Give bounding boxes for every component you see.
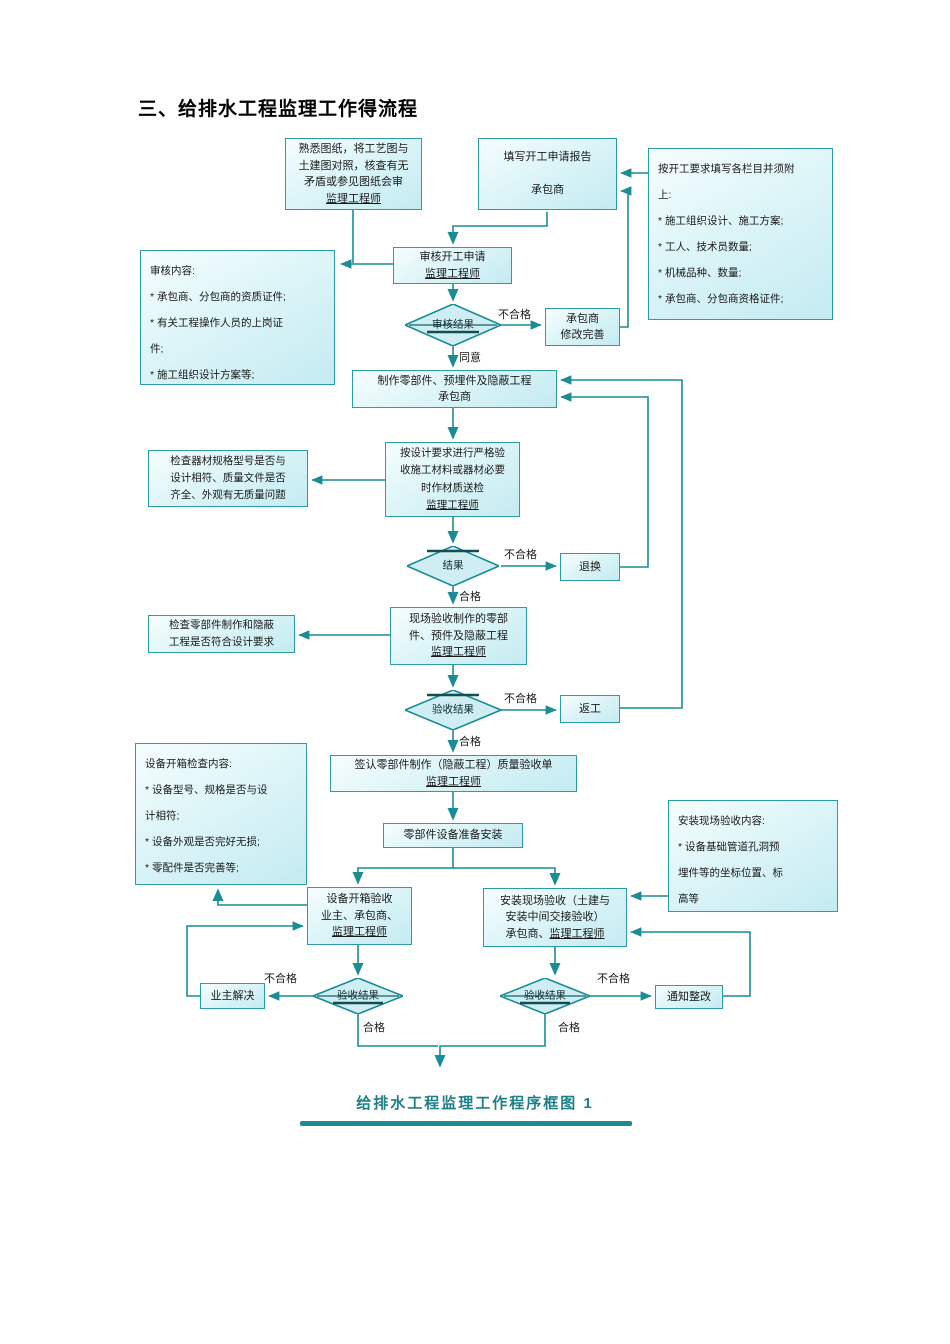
edge-label-pass-2: 合格: [459, 736, 481, 748]
box-strict-inspection: 按设计要求进行严格验 收施工材料或器材必要 时作材质送检 监理工程师: [385, 442, 520, 517]
box-rework: 返工: [560, 695, 620, 723]
edge-label-fail-4: 不合格: [264, 973, 297, 985]
box-contractor-revise: 承包商 修改完善: [545, 308, 620, 346]
edge-label-pass-4: 合格: [558, 1022, 580, 1034]
box-return-exchange: 退换: [560, 553, 620, 581]
figure-caption: 给排水工程监理工作程序框图 1: [356, 1095, 594, 1112]
edge-label-fail-5: 不合格: [597, 973, 630, 985]
diamond-acceptance-result-right: 验收结果: [500, 978, 590, 1014]
box-fabricate-parts: 制作零部件、预埋件及隐蔽工程 承包商: [352, 370, 557, 408]
caption-underline: [300, 1121, 632, 1126]
box-install-site-acceptance: 安装现场验收（土建与 安装中间交接验收） 承包商、监理工程师: [483, 888, 627, 947]
edge-label-fail-1: 不合格: [498, 309, 531, 321]
diamond-acceptance-result: 验收结果: [405, 690, 501, 730]
box-application-requirements: 按开工要求填写各栏目并须附 上: * 施工组织设计、施工方案; * 工人、技术员…: [648, 148, 833, 320]
diamond-review-result: 审核结果: [405, 304, 501, 346]
box-install-acceptance-content: 安装现场验收内容: * 设备基础管道孔洞预 埋件等的坐标位置、标 高等: [668, 800, 838, 912]
edge-label-pass-3: 合格: [363, 1022, 385, 1034]
box-site-acceptance-parts: 现场验收制作的零部 件、预件及隐蔽工程 监理工程师: [390, 607, 527, 665]
page-title: 三、给排水工程监理工作得流程: [138, 99, 419, 120]
diamond-acceptance-result-left: 验收结果: [313, 978, 403, 1014]
diamond-result: 结果: [407, 546, 499, 586]
edge-label-agree: 同意: [459, 352, 481, 364]
box-check-materials: 检查器材规格型号是否与 设计相符、质量文件是否 齐全、外观有无质量问题: [148, 450, 308, 507]
box-unpacking-check-content: 设备开箱检查内容: * 设备型号、规格是否与设 计相符; * 设备外观是否完好无…: [135, 743, 307, 885]
box-familiarize-drawings: 熟悉图纸，将工艺图与 土建图对照，核查有无 矛盾或参见图纸会审 监理工程师: [285, 138, 422, 210]
edge-label-fail-2: 不合格: [504, 549, 537, 561]
box-sign-acceptance-form: 签认零部件制作（隐蔽工程）质量验收单 监理工程师: [330, 755, 577, 792]
box-notify-rectify: 通知整改: [655, 985, 723, 1009]
edge-label-fail-3: 不合格: [504, 693, 537, 705]
box-fill-start-application: 填写开工申请报告 承包商: [478, 138, 617, 210]
edge-label-pass-1: 合格: [459, 591, 481, 603]
box-owner-solve: 业主解决: [200, 983, 265, 1009]
box-unpacking-acceptance: 设备开箱验收 业主、承包商、 监理工程师: [307, 887, 412, 945]
box-prepare-install: 零部件设备准备安装: [383, 823, 523, 848]
box-check-parts: 检查零部件制作和隐蔽 工程是否符合设计要求: [148, 615, 295, 653]
box-review-content: 审核内容: * 承包商、分包商的资质证件; * 有关工程操作人员的上岗证 件; …: [140, 250, 335, 385]
box-review-application: 审核开工申请 监理工程师: [393, 247, 512, 284]
